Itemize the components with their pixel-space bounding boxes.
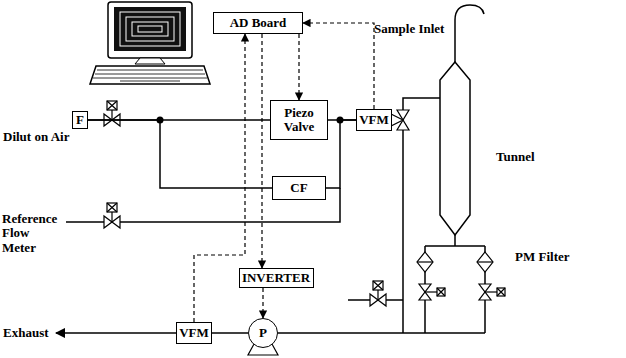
hand-valve xyxy=(370,281,386,306)
inverter-box: INVERTER xyxy=(239,268,314,288)
filter-label: PM Filter xyxy=(515,250,570,264)
node-text: F xyxy=(76,113,84,127)
meter-label: Reference Flow Meter xyxy=(2,212,64,255)
exhaust-label: Exhaust xyxy=(3,326,49,340)
node-text: CF xyxy=(290,181,307,195)
flow-line xyxy=(212,332,248,334)
filter-box: F xyxy=(72,111,88,129)
air-label: Dilut on Air xyxy=(3,130,69,144)
dilution-tunnel xyxy=(440,62,470,235)
monitor xyxy=(108,2,192,58)
inlet-label: Sample Inlet xyxy=(374,22,444,36)
node-text: Piezo Valve xyxy=(271,106,327,133)
monitor-stand xyxy=(135,58,165,64)
node-text: AD Board xyxy=(230,16,287,30)
pump-circle: P xyxy=(248,318,278,348)
screen-graphics xyxy=(120,12,180,46)
node-text: VFM xyxy=(179,326,209,340)
signal-line xyxy=(261,34,262,268)
pm-filter xyxy=(417,252,493,272)
node-text: P xyxy=(259,326,267,340)
sample-inlet-pipe xyxy=(455,5,484,62)
sample-line xyxy=(391,98,440,333)
node-text: INVERTER xyxy=(242,271,310,285)
keyboard xyxy=(90,66,210,84)
signal-line xyxy=(262,288,263,318)
node-text: VFM xyxy=(359,113,389,127)
monitor-screen xyxy=(114,7,186,51)
signal-line xyxy=(303,23,374,109)
solenoid-valve xyxy=(419,284,505,300)
tunnel-label: Tunnel xyxy=(496,150,535,164)
flow-line xyxy=(326,120,356,188)
valve-box: Piezo Valve xyxy=(270,100,328,140)
meter-box: VFM xyxy=(176,322,212,344)
board-box: AD Board xyxy=(213,12,303,34)
hand-valve xyxy=(104,101,120,126)
exhaust-arrow xyxy=(56,332,176,334)
keyboard-keys xyxy=(93,70,207,81)
three-way-valve xyxy=(391,110,409,130)
signal-line xyxy=(194,34,245,322)
flow-box: CF xyxy=(272,176,326,200)
hand-valve xyxy=(104,203,120,228)
meter-box: VFM xyxy=(356,109,392,131)
signal-line xyxy=(298,34,299,100)
